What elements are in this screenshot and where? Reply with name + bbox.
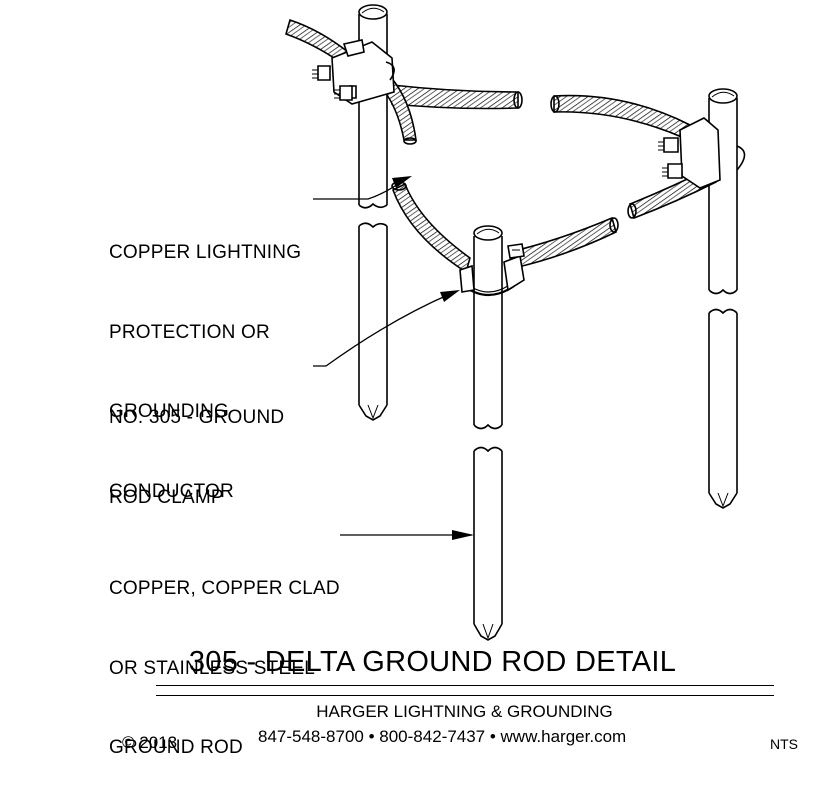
ground-rod-label: COPPER, COPPER CLAD OR STAINLESS STEEL G… xyxy=(109,523,340,788)
delta-ground-rod-drawing xyxy=(285,4,746,641)
leader-arrowheads xyxy=(392,176,474,540)
copyright-notice: © 2013 xyxy=(122,733,178,752)
contact-line: 847-548-8700 • 800-842-7437 • www.harger… xyxy=(258,727,627,746)
conductor-label-line: COPPER LIGHTNING xyxy=(109,242,302,263)
leader-lines xyxy=(313,179,472,536)
ground-rod-clamp-left xyxy=(312,39,395,105)
ground-rod-label-line: COPPER, COPPER CLAD xyxy=(109,578,340,599)
title-rule-bottom xyxy=(156,695,774,696)
rod-left xyxy=(358,4,388,421)
company-name: HARGER LIGHTNING & GROUNDING xyxy=(316,702,613,721)
conductor-label-line: GROUNDING xyxy=(109,401,230,422)
scale-note: NTS xyxy=(770,736,798,752)
ground-rod-label-line: GROUND ROD xyxy=(109,737,243,758)
ground-rod-clamp-front xyxy=(459,225,525,297)
rod-front xyxy=(473,236,503,641)
ground-rod-clamp-right xyxy=(658,117,746,189)
title-rule-top xyxy=(156,685,774,686)
detail-title: 305 - DELTA GROUND ROD DETAIL xyxy=(188,646,677,678)
clamp-label: NO. 305 - GROUND ROD CLAMP xyxy=(109,352,284,538)
rod-right xyxy=(708,88,738,509)
clamp-label-line: NO. 305 - GROUND xyxy=(109,407,285,428)
conductor-label-line: CONDUCTOR xyxy=(109,480,234,502)
ground-rod-label-line: OR STAINLESS STEEL xyxy=(109,657,315,679)
conductor-label: COPPER LIGHTNING PROTECTION OR GROUNDING… xyxy=(109,187,301,532)
clamp-label-line: ROD CLAMP xyxy=(109,486,224,508)
conductor-label-line: PROTECTION OR xyxy=(109,321,270,343)
